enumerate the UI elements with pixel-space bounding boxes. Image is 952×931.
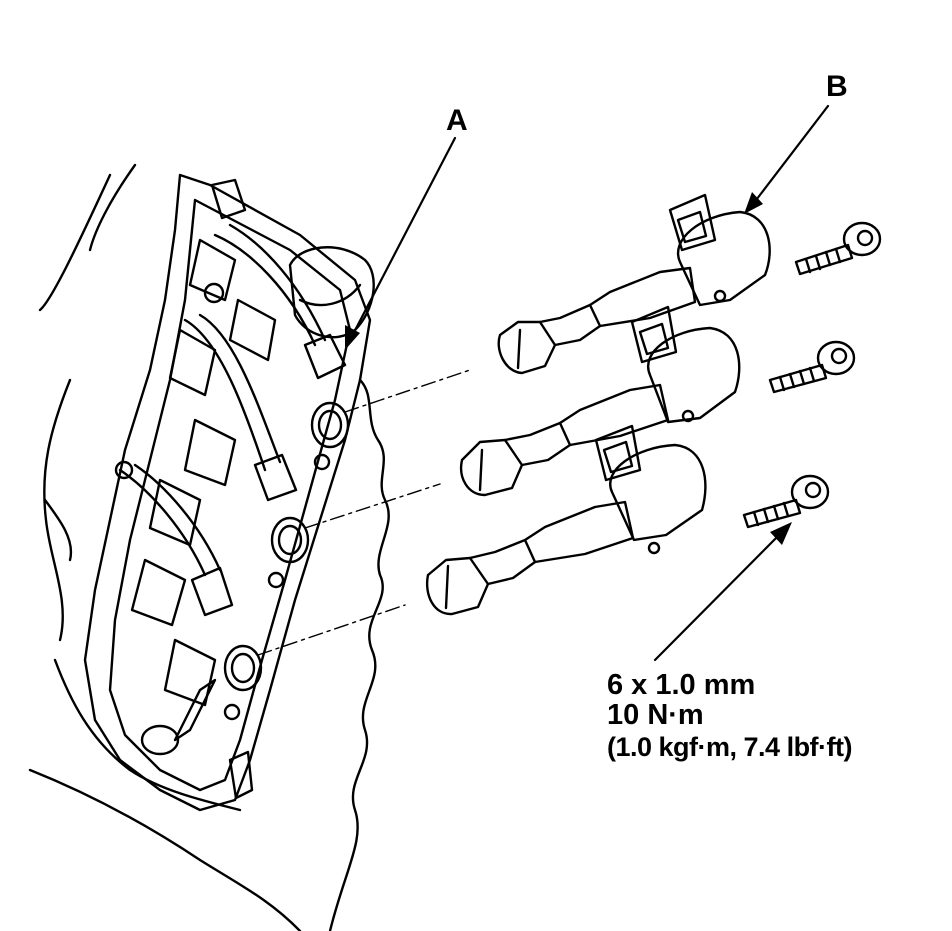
cylinder-head	[28, 163, 390, 931]
callout-label-a: A	[446, 104, 468, 137]
torque-alt-text: (1.0 kgf·m, 7.4 lbf·ft)	[607, 732, 853, 762]
leader-line-a	[348, 136, 457, 342]
callout-label-b: B	[826, 70, 848, 103]
torque-spec: 6 x 1.0 mm 10 N·m (1.0 kgf·m, 7.4 lbf·ft…	[607, 669, 853, 763]
leader-lines	[348, 104, 830, 662]
arrowheads	[345, 192, 792, 545]
coil-bolt-3	[742, 474, 830, 529]
coil-bolt-1	[794, 221, 882, 276]
alignment-lines	[257, 369, 471, 656]
arrowhead-bolt	[770, 522, 792, 545]
bolt-size-text: 6 x 1.0 mm	[607, 669, 756, 701]
coil-bolt-2	[768, 340, 856, 394]
leader-line-b	[748, 104, 830, 210]
torque-nm-text: 10 N·m	[607, 699, 704, 731]
leader-line-bolt	[653, 526, 788, 662]
ignition-coil-1	[497, 193, 771, 375]
arrowhead-a	[345, 325, 360, 350]
ignition-coil-3	[425, 424, 707, 616]
ignition-coil-2	[459, 305, 741, 497]
arrowhead-b	[744, 192, 763, 214]
